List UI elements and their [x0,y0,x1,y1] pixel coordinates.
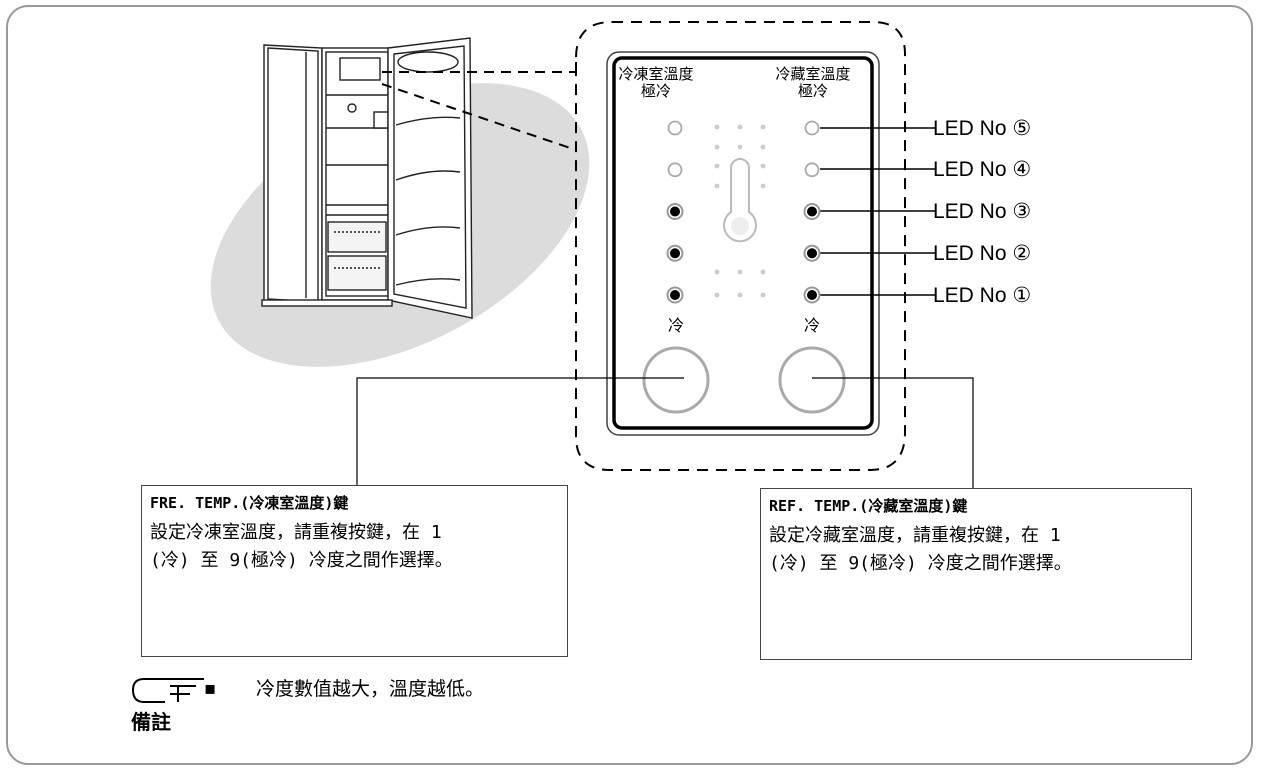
freezer-label-line1: 冷凍室溫度 [618,65,694,83]
refrigerator-illustration [261,37,473,319]
fridge-led-5 [804,120,820,136]
led-label-2: LED No ② [933,242,1032,265]
fridge-temp-label: 冷藏室溫度 極冷 [765,65,861,101]
note-text: 冷度數值越大，溫度越低。 [256,678,485,700]
freezer-label-line2: 極冷 [640,82,671,101]
led-leader-lines [820,127,935,296]
led-label-3: LED No ③ [933,200,1032,223]
freezer-led-4 [667,162,683,178]
control-panel-inner [612,56,874,430]
freezer-temp-label: 冷凍室溫度 極冷 [612,65,700,101]
freezer-key-title: FRE. TEMP.(冷凍室溫度)鍵 [150,494,349,512]
decorative-dots [714,124,766,298]
highlight-dashed-box [575,21,906,471]
fridge-label-line1: 冷藏室溫度 [775,65,851,83]
thermometer-icon [723,158,757,243]
freezer-led-2-lit [670,248,680,259]
freezer-led-5 [667,120,683,136]
led-label-1: LED No ① [933,284,1032,307]
led-label-4: LED No ④ [933,158,1032,181]
led-label-5: LED No ⑤ [933,117,1032,140]
control-panel-outer [606,51,880,436]
button-leader-lines [356,377,974,488]
note-caption: 備註 [131,710,171,734]
fridge-key-title: REF. TEMP.(冷藏室溫度)鍵 [769,497,968,515]
freezer-key-description: FRE. TEMP.(冷凍室溫度)鍵 設定冷凍室溫度，請重複按鍵，在 1 (冷)… [141,485,568,657]
fridge-label-line2: 極冷 [797,82,828,101]
fridge-key-line1: 設定冷藏室溫度，請重複按鍵，在 1 [769,525,1061,546]
fridge-temp-button[interactable] [778,346,846,414]
pointing-hand-icon [131,678,204,703]
freezer-led-3-lit [670,206,680,217]
freezer-led-1-lit [670,290,680,300]
fridge-led-1-lit [807,290,817,300]
freezer-temp-button[interactable] [642,346,710,414]
fridge-cold-label: 冷 [804,316,821,335]
note-bullet: ▪ [204,678,217,699]
freezer-key-line2: (冷) 至 9(極冷) 冷度之間作選擇。 [150,550,453,571]
fridge-led-4 [804,162,820,178]
fridge-key-line2: (冷) 至 9(極冷) 冷度之間作選擇。 [769,553,1072,574]
led-group [666,120,821,304]
fridge-led-3-lit [807,206,817,217]
freezer-cold-label: 冷 [668,316,685,335]
page-frame [6,5,1253,765]
fridge-key-description: REF. TEMP.(冷藏室溫度)鍵 設定冷藏室溫度，請重複按鍵，在 1 (冷)… [760,488,1192,660]
freezer-key-line1: 設定冷凍室溫度，請重複按鍵，在 1 [150,522,442,543]
fridge-led-2-lit [807,248,817,259]
